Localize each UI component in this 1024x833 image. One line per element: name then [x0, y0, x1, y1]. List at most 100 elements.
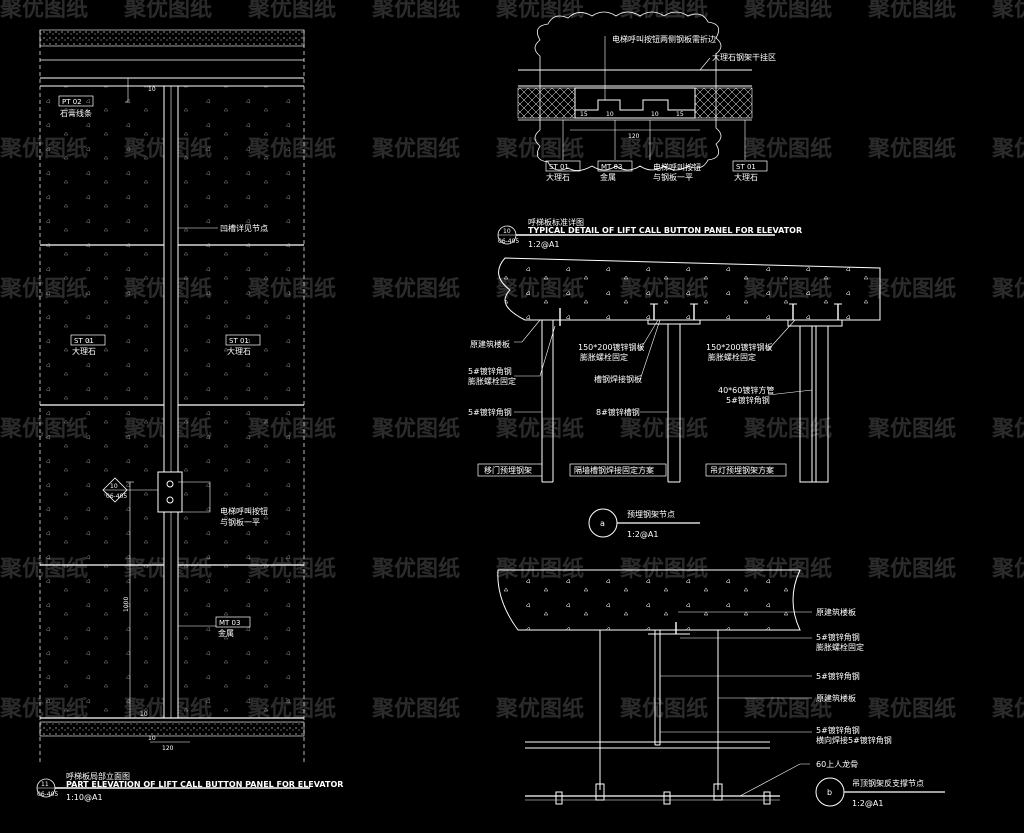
title-en: PART ELEVATION OF LIFT CALL BUTTON PANEL…: [66, 780, 343, 789]
watermark-text: 聚优图纸: [619, 416, 708, 442]
watermark-text: 聚优图纸: [371, 556, 460, 582]
b-label-5a: 5#镀锌角钢: [816, 725, 860, 735]
tag-st-right: ST 01: [229, 337, 249, 345]
b-label-2b: 膨胀螺栓固定: [816, 642, 864, 652]
d10-dim-15a: 15: [580, 111, 588, 118]
watermark-text: 聚优图纸: [371, 416, 460, 442]
a-label-slab: 原建筑楼板: [470, 339, 510, 349]
dim-10-top: 10: [148, 86, 156, 93]
d10-scale: 1:2@A1: [528, 240, 559, 249]
d10-label-st-l: 大理石: [546, 172, 570, 182]
a-scale: 1:2@A1: [627, 530, 658, 539]
b-title-letter: b: [827, 788, 832, 797]
d10-label-st-r: 大理石: [734, 172, 758, 182]
d10-label-mid2: 与钢板一平: [653, 172, 693, 182]
a-label-angle2: 膨胀螺栓固定: [468, 376, 516, 386]
d10-label-mid1: 电梯呼叫按钮: [653, 162, 701, 172]
watermark-text: 聚优图纸: [371, 0, 460, 22]
d10-title-cn: 呼梯板标准详图: [528, 217, 584, 227]
d10-dim-120: 120: [628, 133, 640, 140]
detail-b: [497, 569, 945, 807]
watermark-text: 聚优图纸: [991, 0, 1024, 22]
a-label-plate-r1: 150*200镀锌钢板: [706, 342, 773, 352]
watermark-text: 聚优图纸: [991, 276, 1024, 302]
a-label-plate-r2: 膨胀螺栓固定: [708, 352, 756, 362]
watermark-text: 聚优图纸: [495, 696, 584, 722]
watermark-text: 聚优图纸: [743, 136, 832, 162]
left-elevation-text: PT 02 石膏线条 ST 01 大理石 ST 01 大理石 凹槽详见节点 电梯…: [37, 86, 343, 802]
watermark-text: 聚优图纸: [619, 0, 708, 22]
label-marble-left: 大理石: [72, 346, 96, 356]
a-title-letter: a: [600, 519, 605, 528]
b-label-5b: 横向焊接5#镀锌角钢: [816, 735, 892, 745]
dim-1000: 1000: [123, 597, 130, 612]
a-label-plate3: 槽钢焊接钢板: [594, 374, 642, 384]
left-elevation: [36, 29, 310, 798]
watermark-text: 聚优图纸: [495, 0, 584, 22]
watermark-text: 聚优图纸: [867, 0, 956, 22]
watermark-text: 聚优图纸: [743, 0, 832, 22]
d10-label-top1: 电梯呼叫按钮两侧钢板需折边: [612, 34, 716, 44]
label-gypsum: 石膏线条: [60, 108, 92, 118]
watermark-text: 聚优图纸: [371, 696, 460, 722]
watermark-text: 聚优图纸: [247, 0, 336, 22]
a-case-1: 移门预埋钢架: [484, 465, 532, 475]
title-cn: 呼梯板局部立面图: [66, 771, 130, 781]
scale: 1:10@A1: [66, 793, 103, 802]
dim-120: 120: [162, 745, 174, 752]
detail-b-text: 原建筑楼板 5#镀锌角钢 膨胀螺栓固定 5#镀锌角钢 原建筑楼板 5#镀锌角钢 …: [816, 607, 924, 808]
watermark-text: 聚优图纸: [867, 556, 956, 582]
title-num: 11: [41, 781, 49, 788]
watermark-text: 聚优图纸: [123, 0, 212, 22]
watermark-text: 聚优图纸: [991, 136, 1024, 162]
d10-dim-15b: 15: [676, 111, 684, 118]
a-label-plate2: 膨胀螺栓固定: [580, 352, 628, 362]
b-label-1: 原建筑楼板: [816, 607, 856, 617]
tag-mt: MT 03: [219, 619, 240, 627]
d10-dim-10b: 10: [651, 111, 659, 118]
label-groove: 凹槽详见节点: [220, 223, 268, 233]
b-title-cn: 吊顶钢架反支撑节点: [852, 778, 924, 788]
watermark-text: 聚优图纸: [743, 696, 832, 722]
a-label-channel: 8#镀锌槽钢: [596, 407, 640, 417]
title-ref: 06-405: [37, 791, 58, 798]
watermark-text: 聚优图纸: [867, 416, 956, 442]
a-case-3: 吊灯预埋钢架方案: [710, 465, 774, 475]
watermark-text: 聚优图纸: [619, 136, 708, 162]
watermark-text: 聚优图纸: [991, 696, 1024, 722]
a-title-cn: 预埋钢架节点: [627, 509, 675, 519]
d10-dim-10a: 10: [606, 111, 614, 118]
tag-st-left: ST 01: [74, 337, 94, 345]
watermark-text: 聚优图纸: [495, 136, 584, 162]
b-label-3: 5#镀锌角钢: [816, 671, 860, 681]
watermark-text: 聚优图纸: [867, 276, 956, 302]
watermark-text: 聚优图纸: [495, 416, 584, 442]
label-marble-right: 大理石: [227, 346, 251, 356]
dim-10-bot2: 10: [148, 735, 156, 742]
b-label-2a: 5#镀锌角钢: [816, 632, 860, 642]
callout-ref: 06-405: [106, 493, 127, 500]
d10-tag-st-r: ST 01: [736, 163, 756, 171]
watermark-text: 聚优图纸: [371, 276, 460, 302]
a-label-tube1: 40*60镀锌方管: [718, 385, 774, 395]
d10-title-ref: 06-405: [498, 238, 519, 245]
b-label-6: 60上人龙骨: [816, 759, 858, 769]
a-label-angle1: 5#镀锌角钢: [468, 366, 512, 376]
d10-title-num: 10: [503, 228, 511, 235]
a-label-tube2: 5#镀锌角钢: [726, 395, 770, 405]
watermark-text: 聚优图纸: [867, 136, 956, 162]
watermark-text: 聚优图纸: [371, 136, 460, 162]
d10-title-en: TYPICAL DETAIL OF LIFT CALL BUTTON PANEL…: [528, 226, 802, 235]
d10-tag-st-l: ST 01: [549, 163, 569, 171]
watermark-text: 聚优图纸: [867, 696, 956, 722]
watermark-text: 聚优图纸: [743, 416, 832, 442]
a-label-angle3: 5#镀锌角钢: [468, 407, 512, 417]
detail-a: [477, 257, 881, 538]
b-label-4: 原建筑楼板: [816, 693, 856, 703]
watermark-text: 聚优图纸: [991, 416, 1024, 442]
tag-pt: PT 02: [62, 98, 82, 106]
a-label-plate1: 150*200镀锌钢板: [578, 342, 645, 352]
d10-label-top2: 大理石钢架干挂区: [712, 52, 776, 62]
detail-10: [497, 11, 775, 245]
